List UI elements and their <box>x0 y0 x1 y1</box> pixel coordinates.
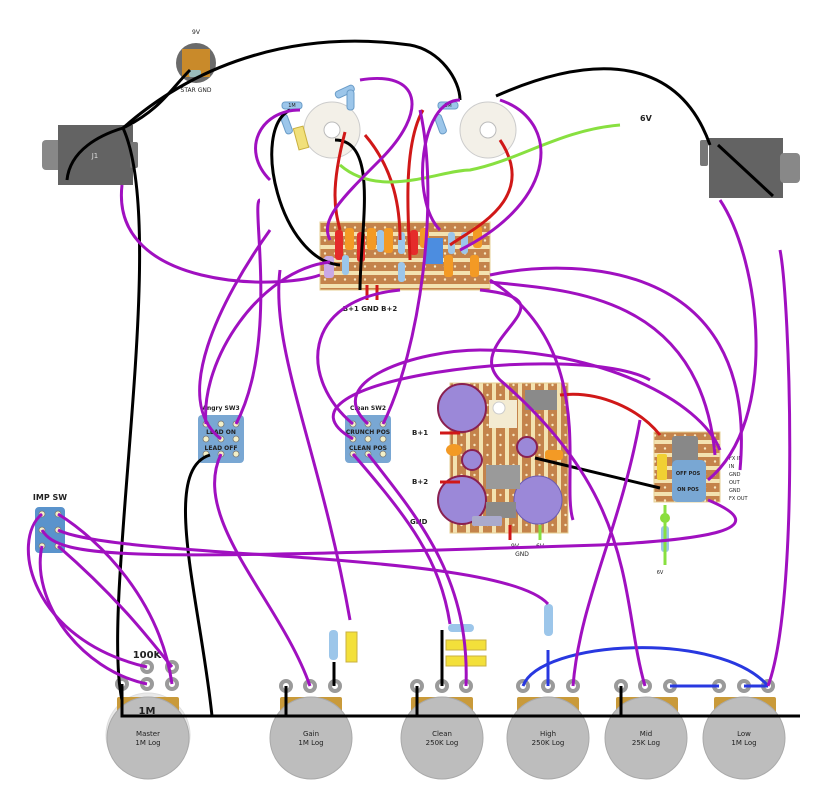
switch-clean-pos-a: CRUNCH POS <box>346 429 390 436</box>
wires-black <box>65 39 800 718</box>
pot-master-value: 1M Log <box>135 739 160 747</box>
b-plus-2-label: B+2 <box>412 478 428 486</box>
pin-gnd-2: GND <box>729 488 741 494</box>
power-9v-label: 9V <box>192 29 201 36</box>
pot-gain-name: Gain <box>303 730 319 738</box>
switch-clean-pos-b: CLEAN POS <box>349 445 387 452</box>
pin-gnd-1: GND <box>729 472 741 478</box>
b-plus-1-label: B+1 <box>412 429 428 437</box>
pot-master-name: Master <box>136 730 160 738</box>
trim-100k-label: 100K <box>133 650 163 661</box>
led-6v-label: 6V <box>657 570 664 576</box>
psu-gnd-label: GND <box>515 551 529 558</box>
switch-angry-title: Angry SW3 <box>202 405 239 412</box>
switch-angry-pos-b: LEAD OFF <box>205 445 238 452</box>
off-pos-label: OFF POS <box>676 471 701 477</box>
bypass-board <box>653 431 721 552</box>
pin-out: OUT <box>729 480 741 486</box>
pin-fx-in: FX IN <box>729 456 742 462</box>
psu-board <box>437 382 569 534</box>
input-jack[interactable]: J1 <box>42 125 138 185</box>
pot-high-value: 250K Log <box>532 739 565 747</box>
pot-mid[interactable]: Mid 25K Log <box>604 696 688 780</box>
switch-imp-title: IMP SW <box>33 493 67 502</box>
pot-gain-value: 1M Log <box>298 739 323 747</box>
pot-high[interactable]: High 250K Log <box>506 696 590 780</box>
high-resistor <box>544 604 553 636</box>
tube-cap-100pf <box>292 125 310 151</box>
pin-in: IN <box>729 464 734 470</box>
switch-clean-title: Clean SW2 <box>350 405 386 412</box>
preamp-board <box>319 221 491 291</box>
tube-r-1m-b: 1M <box>444 103 452 109</box>
output-jack[interactable] <box>700 138 800 198</box>
wires-red <box>333 109 662 540</box>
tube-resistors <box>280 84 459 135</box>
trim-1m-label: 1M <box>139 706 156 717</box>
tube-socket-right <box>459 101 517 159</box>
pot-clean[interactable]: Clean 250K Log <box>400 696 484 780</box>
pin-fx-out: FX OUT <box>729 496 748 502</box>
bypass-pin-labels: FX IN IN GND OUT GND FX OUT <box>729 456 748 502</box>
pot-low-value: 1M Log <box>731 739 756 747</box>
pot-mid-name: Mid <box>640 730 652 738</box>
pot-clean-value: 250K Log <box>426 739 459 747</box>
pot-clean-name: Clean <box>432 730 452 738</box>
wires-purple <box>26 77 792 687</box>
pot-high-name: High <box>540 730 556 738</box>
tube-r-1m-a: 1M <box>288 103 296 109</box>
six-volt-label: 6V <box>640 114 653 123</box>
wires-blue <box>521 646 770 688</box>
pot-low-name: Low <box>737 730 751 738</box>
switch-clean[interactable] <box>345 415 391 463</box>
on-pos-label: ON POS <box>677 487 699 493</box>
wires-green <box>339 123 667 565</box>
pot-gain[interactable]: Gain 1M Log <box>269 696 353 780</box>
pot-mid-value: 25K Log <box>632 739 660 747</box>
board-pins-label: B+1 GND B+2 <box>343 305 398 313</box>
pot-low[interactable]: Low 1M Log <box>702 696 786 780</box>
input-jack-label: J1 <box>91 152 99 160</box>
switch-angry-pos-a: LEAD ON <box>206 429 236 436</box>
star-gnd-label: STAR GND <box>181 87 212 94</box>
gain-network <box>329 630 358 663</box>
